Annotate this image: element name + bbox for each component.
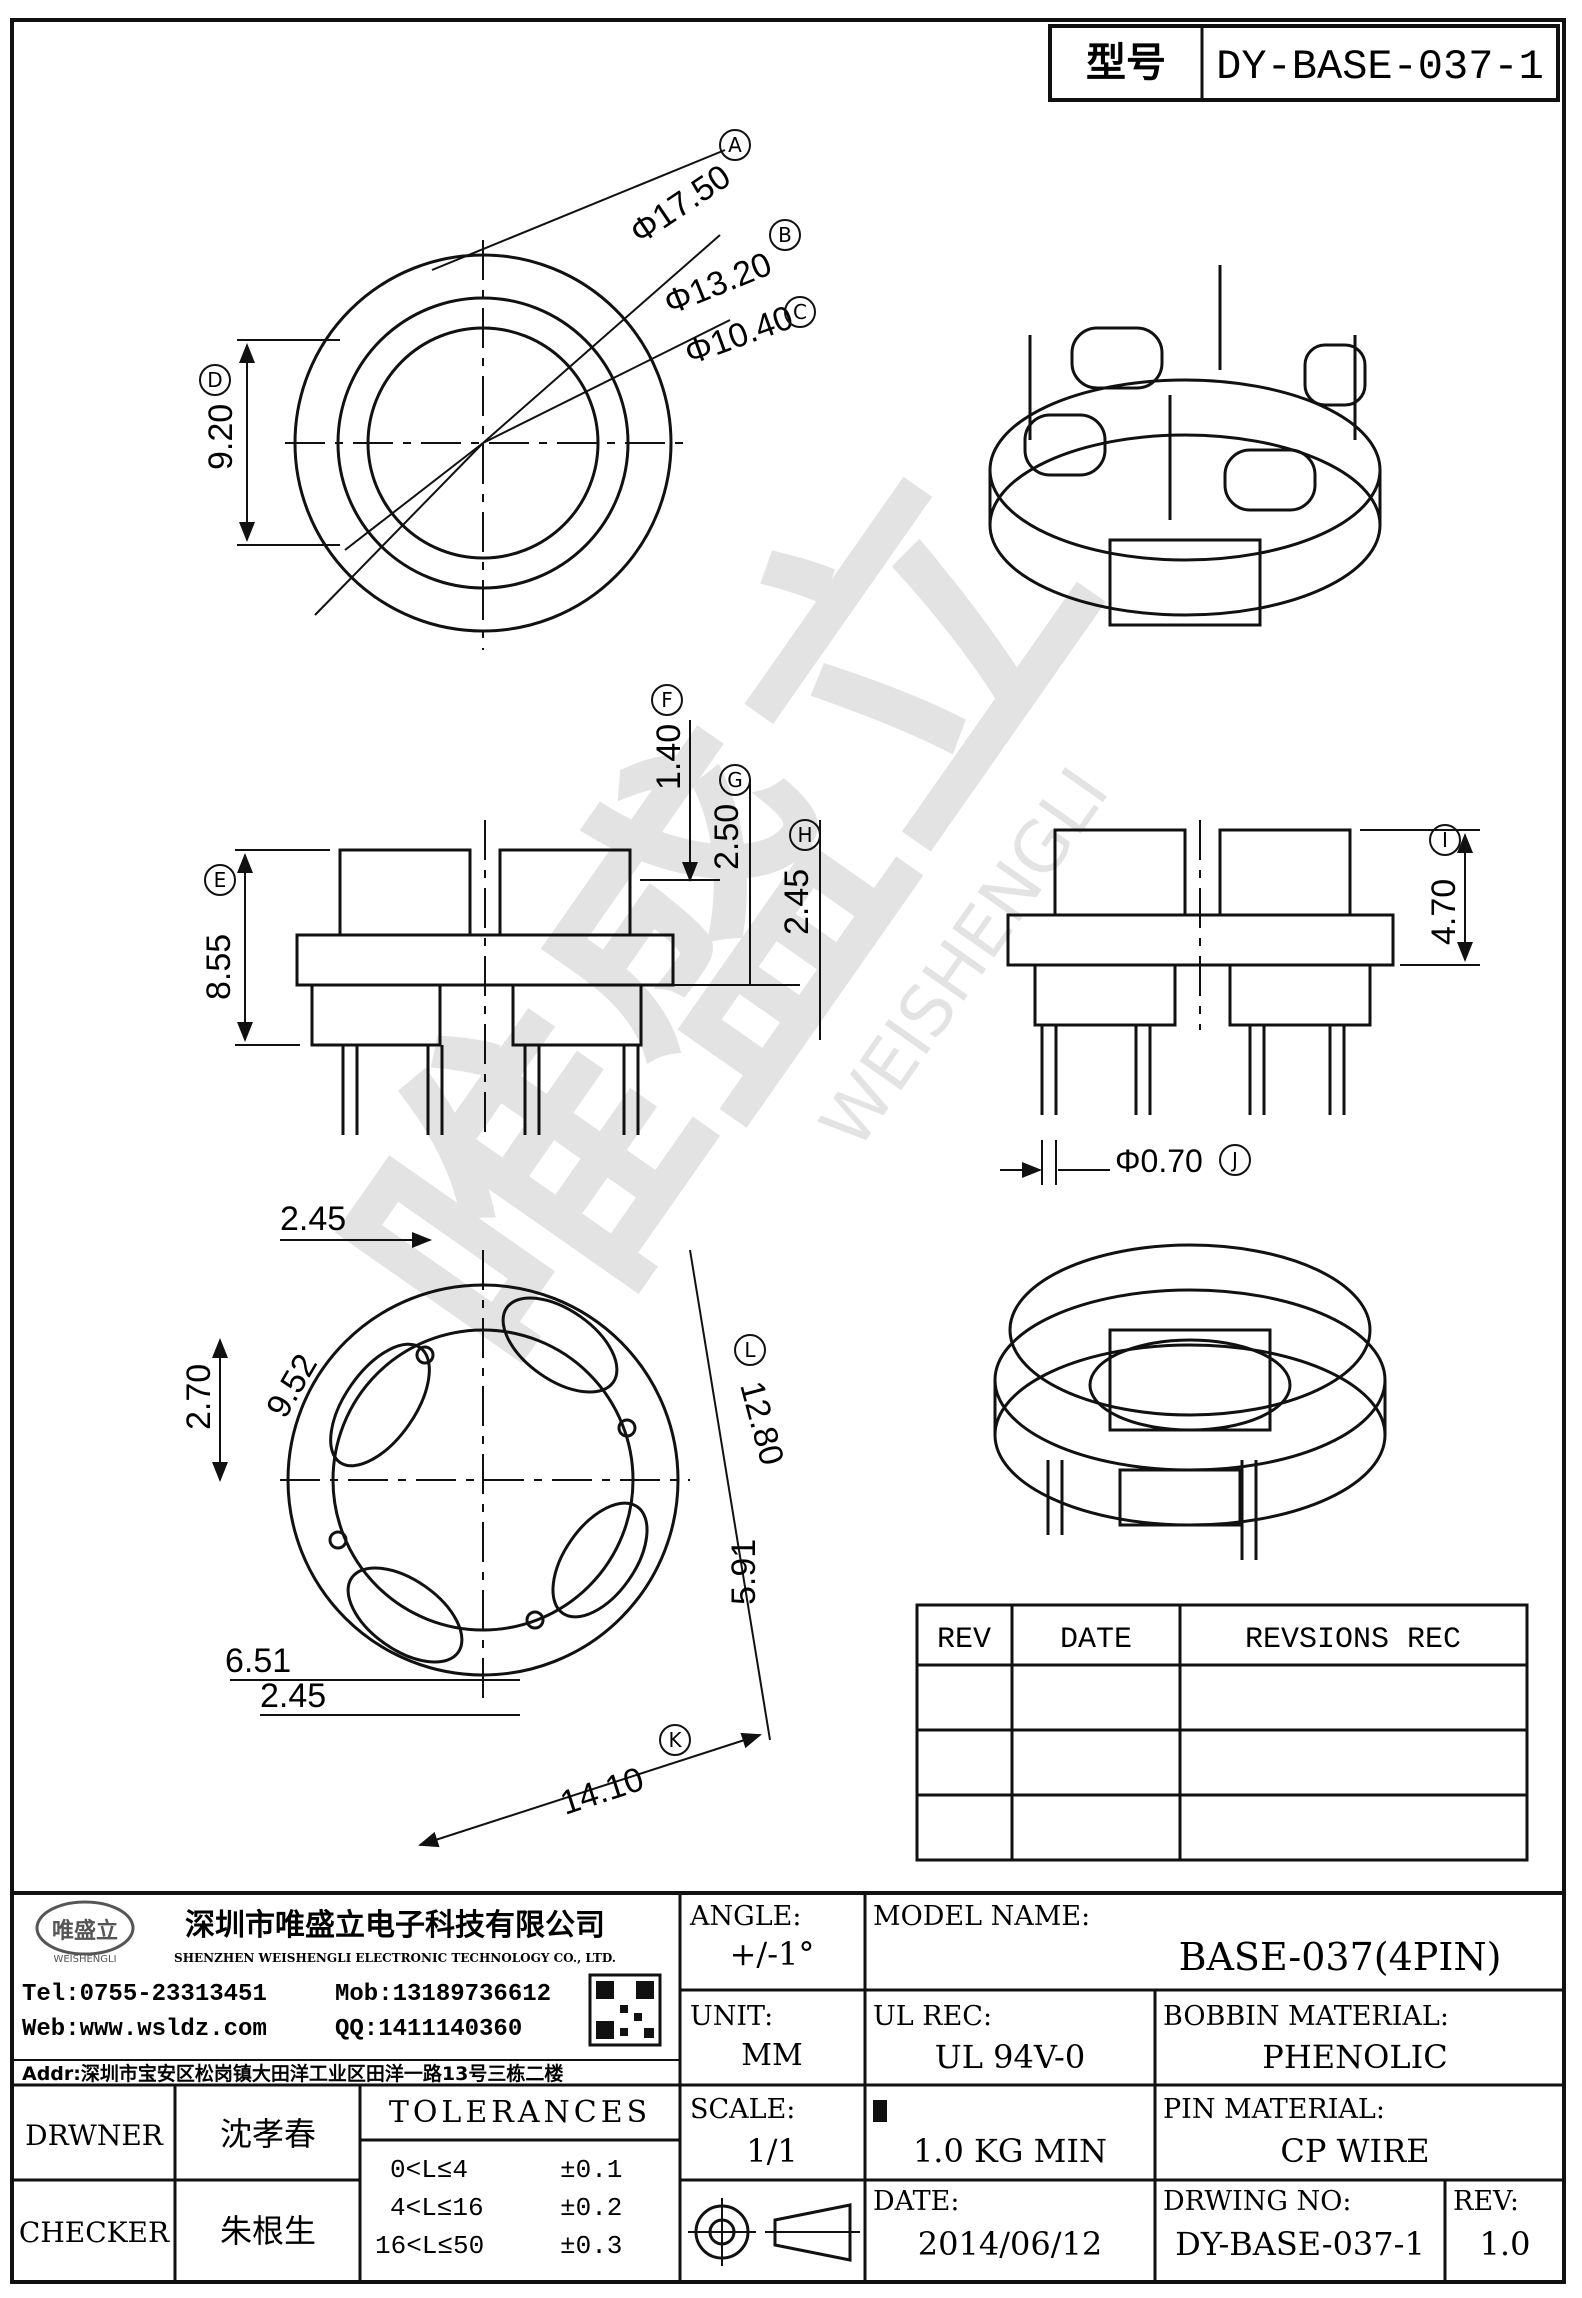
dim-b5: 5.91 <box>725 1539 763 1605</box>
callout-b: B <box>778 223 792 247</box>
rev-col-header: REV <box>937 1623 991 1657</box>
dim-g: 2.50 <box>708 804 746 870</box>
svg-text:WEISHENGLI: WEISHENGLI <box>53 1954 116 1965</box>
dim-j: Φ0.70 <box>1115 1143 1203 1179</box>
dim-i: 4.70 <box>1425 879 1463 945</box>
isometric-bottom-view <box>993 1243 1387 1560</box>
callout-e: E <box>214 868 227 892</box>
type-header-box: 型号 DY-BASE-037-1 <box>1048 24 1560 102</box>
dim-h: 2.45 <box>778 869 816 935</box>
model-label: MODEL NAME: <box>873 1901 1090 1932</box>
dim-a: Φ17.50 <box>623 157 737 251</box>
callout-l: L <box>744 1338 756 1362</box>
pin-material-value: CP WIRE <box>1280 2132 1429 2170</box>
drawing-no-value: DY-BASE-037-1 <box>1175 2225 1425 2263</box>
angle-value: +/-1° <box>730 1935 815 1973</box>
callouts <box>199 129 1461 1756</box>
type-value: DY-BASE-037-1 <box>1216 43 1544 91</box>
dim-d: 9.20 <box>202 404 240 470</box>
tol-value-3: ±0.3 <box>560 2231 622 2261</box>
callout-h: H <box>797 823 812 847</box>
angle-label: ANGLE: <box>689 1901 801 1932</box>
tol-value-2: ±0.2 <box>560 2193 622 2223</box>
date-label: DATE: <box>873 2186 959 2217</box>
svg-text:唯盛立: 唯盛立 <box>52 1918 118 1944</box>
dim-l: 12.80 <box>732 1377 791 1469</box>
projection-symbol <box>688 2198 860 2266</box>
rev-value: 1.0 <box>1480 2225 1531 2263</box>
tolerances-title: TOLERANCES <box>389 2095 651 2130</box>
dim-b6: 6.51 <box>225 1642 291 1680</box>
callout-f: F <box>661 688 673 712</box>
drawer-label: DRWNER <box>25 2119 164 2152</box>
dim-f: 1.40 <box>650 724 688 790</box>
callout-a: A <box>728 133 742 157</box>
tol-value-1: ±0.1 <box>560 2155 622 2185</box>
callout-g: G <box>727 768 743 792</box>
pull-strength-glyph <box>873 2100 887 2122</box>
company-name-en: SHENZHEN WEISHENGLI ELECTRONIC TECHNOLOG… <box>174 1951 616 1965</box>
unit-label: UNIT: <box>690 2001 773 2032</box>
unit-value: MM <box>741 2038 802 2073</box>
bottom-view <box>212 1232 771 1848</box>
checker-name: 朱根生 <box>220 2212 316 2250</box>
drawing-no-label: DRWING NO: <box>1163 2186 1351 2217</box>
dim-b2: 2.70 <box>180 1364 218 1430</box>
dim-b3: 9.52 <box>259 1348 325 1424</box>
ul-value: UL 94V-0 <box>935 2038 1085 2076</box>
dim-k: 14.10 <box>556 1760 649 1822</box>
company-name-cn: 深圳市唯盛立电子科技有限公司 <box>185 1908 605 1943</box>
date-value: 2014/06/12 <box>918 2225 1102 2263</box>
outer-border <box>10 18 1566 2284</box>
tol-range-3: 16<L≤50 <box>375 2231 484 2261</box>
dim-b7: 2.45 <box>260 1677 326 1715</box>
dim-e: 8.55 <box>200 934 238 1000</box>
callout-j: J <box>1230 1148 1238 1172</box>
company-tel: Tel:0755-23313451 <box>22 1981 267 2008</box>
dim-b1: 2.45 <box>280 1200 346 1238</box>
tol-range-2: 4<L≤16 <box>390 2193 484 2223</box>
model-value: BASE-037(4PIN) <box>1179 1935 1502 1979</box>
revisions-col-header: REVSIONS REC <box>1245 1623 1461 1657</box>
company-web: Web:www.wsldz.com <box>22 2016 267 2043</box>
checker-label: CHECKER <box>19 2216 170 2249</box>
side-view-2 <box>1000 820 1480 1185</box>
top-view <box>237 149 731 650</box>
revision-table <box>915 1603 1529 1862</box>
callout-d: D <box>207 368 222 392</box>
bobbin-value: PHENOLIC <box>1262 2038 1447 2076</box>
company-address: Addr:深圳市宝安区松岗镇大田洋工业区田洋一路13号三栋二楼 <box>22 2062 563 2085</box>
callout-c: C <box>793 300 807 324</box>
company-logo: 唯盛立 WEISHENGLI <box>35 1900 135 1965</box>
side-view <box>235 720 821 1140</box>
isometric-top-view <box>988 265 1382 627</box>
company-qq: QQ:1411140360 <box>335 2016 522 2043</box>
callout-i: I <box>1442 828 1448 852</box>
scale-label: SCALE: <box>690 2094 795 2125</box>
date-col-header: DATE <box>1060 1623 1132 1657</box>
drawer-name: 沈孝春 <box>220 2115 316 2153</box>
rev-label: REV: <box>1453 2186 1519 2217</box>
callout-k: K <box>668 1728 682 1752</box>
pin-material-label: PIN MATERIAL: <box>1163 2094 1385 2125</box>
bobbin-label: BOBBIN MATERIAL: <box>1163 2001 1449 2032</box>
tol-range-1: 0<L≤4 <box>390 2155 468 2185</box>
scale-value: 1/1 <box>746 2132 798 2170</box>
pull-strength-value: 1.0 KG MIN <box>913 2132 1107 2170</box>
company-mob: Mob:13189736612 <box>335 1981 551 2008</box>
title-block-grid <box>12 1891 1564 2282</box>
qr-code <box>588 1973 662 2047</box>
ul-label: UL REC: <box>873 2001 992 2032</box>
type-label: 型号 <box>1086 40 1166 86</box>
